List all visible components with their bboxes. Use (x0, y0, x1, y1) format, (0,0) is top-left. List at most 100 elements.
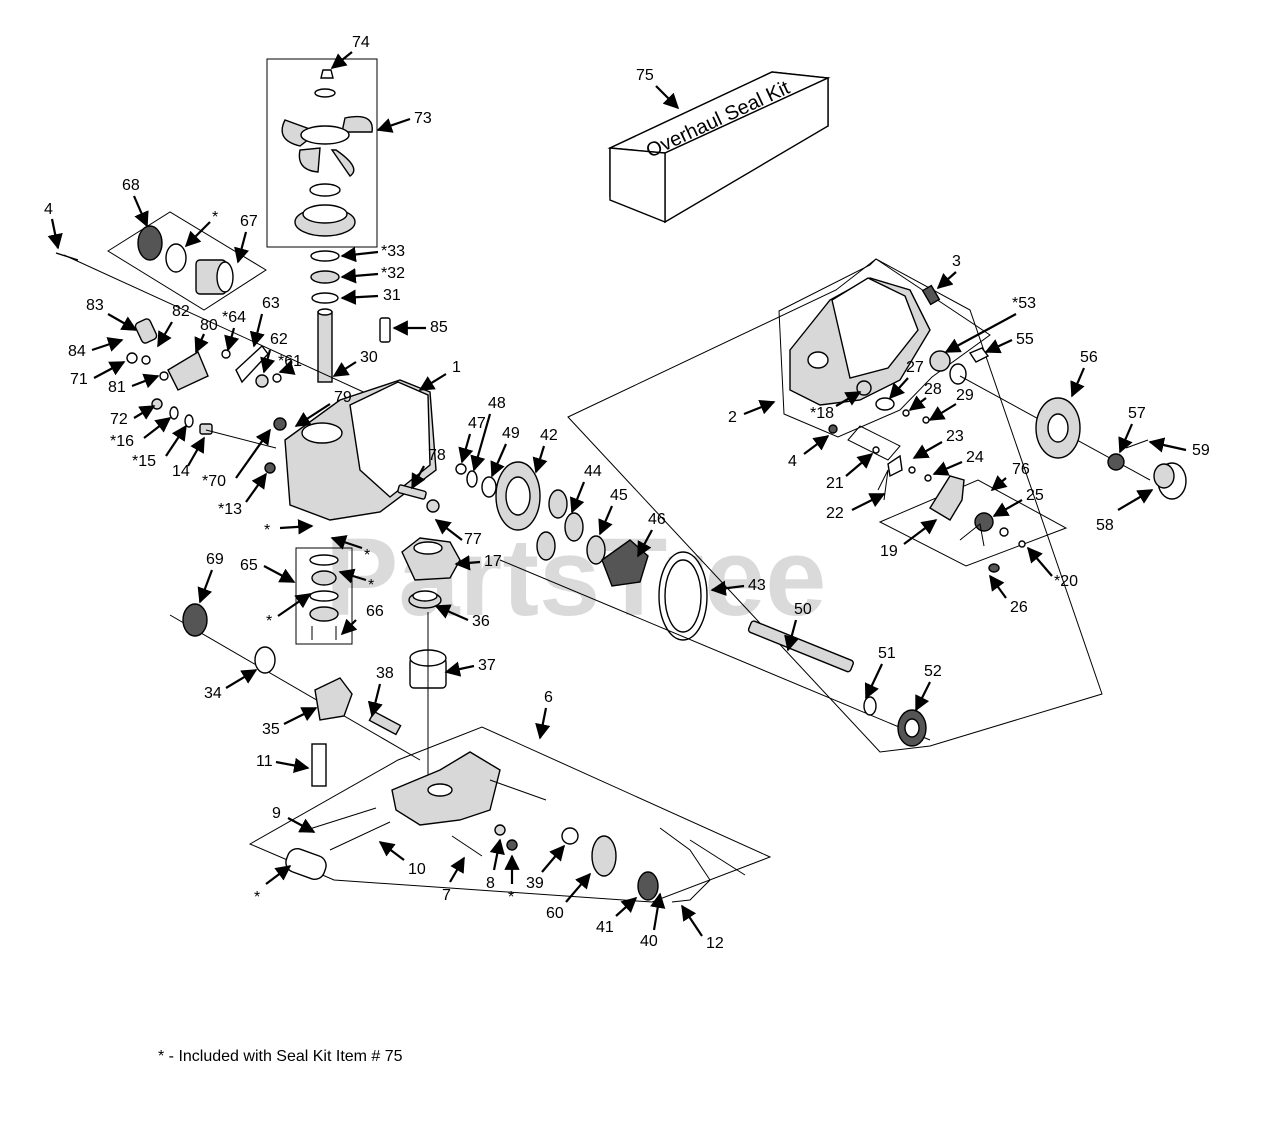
svg-text:81: 81 (108, 379, 126, 396)
svg-text:36: 36 (472, 613, 490, 630)
callout: 85 (392, 319, 448, 336)
callout: 2 (728, 399, 776, 426)
svg-text:35: 35 (262, 721, 280, 738)
svg-text:21: 21 (826, 475, 844, 492)
svg-text:12: 12 (706, 935, 724, 952)
callout: 79 (294, 389, 352, 427)
svg-text:68: 68 (122, 177, 140, 194)
svg-text:4: 4 (44, 201, 53, 218)
center-block (401, 537, 461, 780)
callout: * (266, 593, 312, 630)
callout: *33 (340, 243, 405, 263)
svg-text:75: 75 (636, 67, 654, 84)
callout: 25 (992, 487, 1044, 517)
callout: 30 (332, 349, 378, 377)
callout: 8 (486, 838, 505, 892)
svg-text:41: 41 (596, 919, 614, 936)
svg-text:66: 66 (366, 603, 384, 620)
svg-text:71: 71 (70, 371, 88, 388)
callout: 71 (70, 361, 126, 388)
svg-text:*: * (266, 613, 272, 630)
callout: 40 (640, 892, 666, 950)
svg-text:*: * (368, 577, 374, 594)
svg-text:11: 11 (256, 753, 273, 770)
brake-parts (847, 425, 932, 501)
svg-text:57: 57 (1128, 405, 1146, 422)
svg-text:65: 65 (240, 557, 258, 574)
callout: *15 (132, 424, 187, 470)
callout: * (504, 854, 520, 906)
callout: 46 (637, 511, 666, 558)
callout: 9 (272, 805, 316, 833)
callout: 12 (681, 904, 724, 952)
callout: 63 (249, 295, 280, 348)
svg-text:47: 47 (468, 415, 486, 432)
svg-text:44: 44 (584, 463, 602, 480)
svg-text:73: 73 (414, 110, 432, 127)
callout: 19 (880, 519, 938, 560)
svg-text:*15: *15 (132, 453, 156, 470)
fan-assembly (266, 58, 378, 248)
svg-text:59: 59 (1192, 442, 1210, 459)
svg-text:84: 84 (68, 343, 86, 360)
svg-text:22: 22 (826, 505, 844, 522)
svg-text:*: * (364, 547, 370, 564)
callout: *64 (222, 309, 246, 352)
svg-text:25: 25 (1026, 487, 1044, 504)
svg-text:*33: *33 (381, 243, 405, 260)
right-housing (567, 258, 1103, 753)
callout: 44 (569, 463, 602, 514)
gear-train (397, 461, 708, 641)
callout: 48 (470, 395, 506, 472)
callout: 37 (444, 657, 496, 677)
callout: 78 (411, 447, 446, 490)
svg-text:14: 14 (172, 463, 190, 480)
svg-text:74: 74 (352, 34, 370, 51)
callout: 49 (490, 425, 520, 478)
callout: 4 (788, 435, 830, 470)
svg-text:*18: *18 (810, 405, 834, 422)
svg-text:72: 72 (110, 411, 128, 428)
callout: * (338, 568, 374, 594)
svg-text:3: 3 (952, 253, 961, 270)
callout: 14 (172, 436, 205, 480)
svg-text:60: 60 (546, 905, 564, 922)
svg-text:34: 34 (204, 685, 222, 702)
callout: *32 (340, 265, 405, 284)
callout: 81 (108, 373, 160, 396)
callout: 57 (1118, 405, 1146, 454)
callout: *70 (202, 428, 271, 490)
svg-text:24: 24 (966, 449, 984, 466)
svg-text:58: 58 (1096, 517, 1114, 534)
callout: *13 (218, 472, 267, 518)
svg-text:*53: *53 (1012, 295, 1036, 312)
svg-text:63: 63 (262, 295, 280, 312)
svg-text:42: 42 (540, 427, 558, 444)
callout: 31 (340, 287, 401, 305)
svg-text:17: 17 (484, 553, 502, 570)
callout: 42 (532, 427, 558, 474)
callout: 41 (596, 896, 638, 936)
svg-text:40: 40 (640, 933, 658, 950)
callout: 55 (984, 331, 1034, 354)
svg-text:*16: *16 (110, 433, 134, 450)
svg-text:45: 45 (610, 487, 628, 504)
callout: 45 (598, 487, 628, 536)
callout: * (330, 535, 370, 564)
svg-text:*: * (212, 209, 218, 226)
callout: 77 (434, 519, 482, 548)
svg-text:8: 8 (486, 875, 495, 892)
callout: 27 (888, 359, 924, 400)
svg-text:80: 80 (200, 317, 218, 334)
callout: 52 (915, 663, 942, 712)
svg-text:50: 50 (794, 601, 812, 618)
svg-text:55: 55 (1016, 331, 1034, 348)
svg-text:39: 39 (526, 875, 544, 892)
callout: 24 (932, 449, 984, 476)
svg-text:51: 51 (878, 645, 896, 662)
callout: 43 (710, 577, 766, 596)
callout: 51 (864, 645, 896, 700)
callout: 4 (44, 201, 63, 250)
callout: 1 (418, 359, 461, 391)
